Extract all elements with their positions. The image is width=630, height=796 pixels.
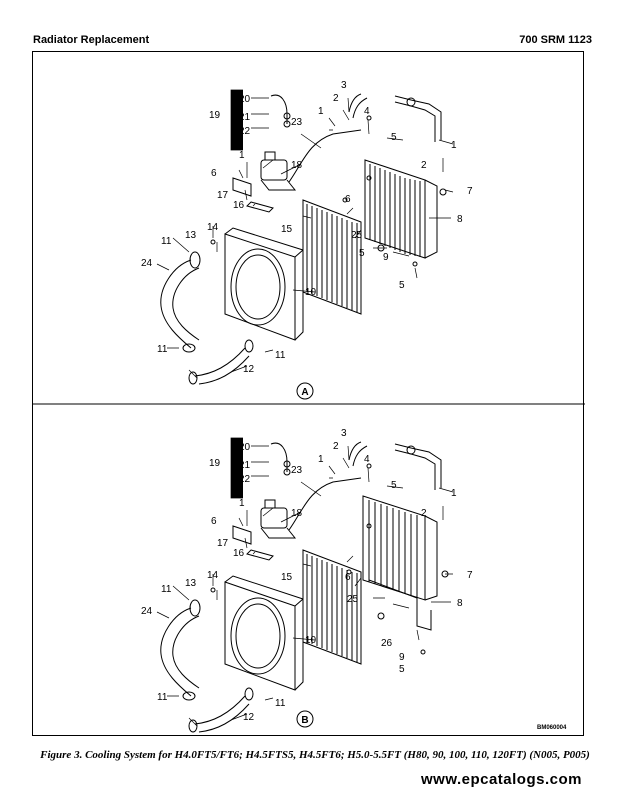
callout-a-25: 11	[161, 236, 172, 247]
view-a	[160, 93, 447, 385]
view-label-b: B	[301, 715, 308, 726]
callout-a-27: 9	[383, 252, 389, 263]
callout-b-28: 9	[399, 652, 405, 663]
callout-a-26: 5	[359, 248, 365, 259]
leader-lines-a	[156, 89, 454, 379]
callout-b-29: 5	[399, 664, 405, 675]
hose-24	[160, 607, 200, 697]
callout-b-33: 12	[243, 712, 255, 723]
figure-frame: 3 2 1 4 20 19 21 22 23 5 2 1 1 6 18 17 1…	[32, 51, 585, 736]
coolant-tank-18	[260, 499, 297, 539]
callout-a-20: 8	[457, 214, 463, 225]
callout-a-15: 18	[291, 160, 303, 171]
callout-b-25: 11	[161, 584, 172, 595]
callout-a-23: 14	[207, 222, 219, 233]
callout-b-18: 16	[233, 548, 245, 559]
callout-b-11: 1	[451, 488, 457, 499]
callout-b-17: 17	[217, 538, 229, 549]
callout-b-7: 21	[239, 460, 251, 471]
callout-b-19: 6	[345, 572, 351, 583]
callout-b-20: 8	[457, 598, 463, 609]
callout-a-12: 1	[451, 140, 457, 151]
callout-a-2: 2	[333, 93, 339, 104]
screen-15	[302, 549, 362, 665]
callout-b-3: 1	[318, 454, 324, 465]
callouts-a: 3 2 1 4 20 19 21 22 23 5 2 1 1 6 18 17 1…	[141, 80, 473, 375]
coolant-tank-18	[260, 151, 297, 191]
callout-b-12: 2	[421, 508, 427, 519]
view-a-label: A	[296, 382, 314, 400]
screen-15	[302, 199, 362, 315]
callout-b-13: 1	[239, 498, 245, 509]
callout-b-8: 22	[239, 474, 251, 485]
callout-a-5: 20	[239, 94, 251, 105]
callout-a-6: 19	[209, 110, 221, 121]
callout-b-23: 14	[207, 570, 219, 581]
callout-b-27: 24	[141, 606, 153, 617]
callout-a-8: 22	[239, 126, 251, 137]
callout-a-33: 12	[243, 364, 255, 375]
hose-24	[160, 259, 200, 349]
hose-12	[194, 347, 250, 385]
callout-a-14: 6	[211, 168, 217, 179]
exploded-diagram: 3 2 1 4 20 19 21 22 23 5 2 1 1 6 18 17 1…	[33, 80, 585, 733]
callout-a-31: 11	[157, 344, 168, 355]
callout-a-30: 10	[305, 287, 317, 298]
callout-b-21: 25	[347, 594, 359, 605]
callout-b-15: 18	[291, 508, 303, 519]
callout-a-32: 11	[275, 350, 286, 361]
callout-b-24: 13	[185, 578, 197, 589]
view-label-a: A	[301, 387, 308, 398]
callout-a-4: 4	[364, 106, 370, 117]
callout-b-5: 20	[239, 442, 251, 453]
callout-a-22: 25	[351, 230, 363, 241]
doc-number: 700 SRM 1123	[519, 34, 592, 46]
callout-b-1: 3	[341, 428, 347, 439]
callout-a-24: 13	[185, 230, 197, 241]
callout-a-17: 16	[233, 200, 245, 211]
callout-a-19: 7	[467, 186, 473, 197]
callout-b-2: 2	[333, 441, 339, 452]
callout-a-10: 5	[391, 132, 397, 143]
callout-a-21: 15	[281, 224, 293, 235]
callout-a-28: 24	[141, 258, 153, 269]
callout-a-16: 17	[217, 190, 229, 201]
callouts-b: 3 2 1 4 20 19 21 22 23 5 1 2 1 6 18 7 17…	[141, 428, 473, 723]
callout-a-1: 3	[341, 80, 347, 91]
callout-b-32: 11	[275, 698, 286, 709]
view-b	[160, 441, 449, 733]
callout-b-26: 26	[381, 638, 393, 649]
callout-b-31: 11	[157, 692, 168, 703]
hose-12	[194, 695, 250, 733]
callout-b-30: 10	[305, 635, 317, 646]
watermark: www.epcatalogs.com	[421, 771, 582, 788]
callout-a-18: 6	[345, 194, 351, 205]
callout-a-13: 1	[239, 150, 245, 161]
callout-b-9: 23	[291, 465, 303, 476]
radiator-8	[362, 495, 438, 631]
callout-b-10: 5	[391, 480, 397, 491]
callout-b-22: 15	[281, 572, 293, 583]
callout-b-4: 4	[364, 454, 370, 465]
callout-a-7: 21	[239, 112, 251, 123]
section-title: Radiator Replacement	[33, 34, 150, 46]
callout-b-6: 19	[209, 458, 221, 469]
callout-a-29: 5	[399, 280, 405, 291]
callout-a-11: 2	[421, 160, 427, 171]
callout-b-14: 6	[211, 516, 217, 527]
drawing-code: BM060004	[537, 725, 567, 731]
leader-lines-b	[156, 437, 454, 727]
callout-a-9: 23	[291, 117, 303, 128]
callout-b-16: 7	[467, 570, 473, 581]
radiator-8	[364, 159, 438, 259]
figure-caption: Figure 3. Cooling System for H4.0FT5/FT6…	[40, 749, 590, 761]
view-b-label: B	[296, 710, 314, 728]
callout-a-3: 1	[318, 106, 324, 117]
